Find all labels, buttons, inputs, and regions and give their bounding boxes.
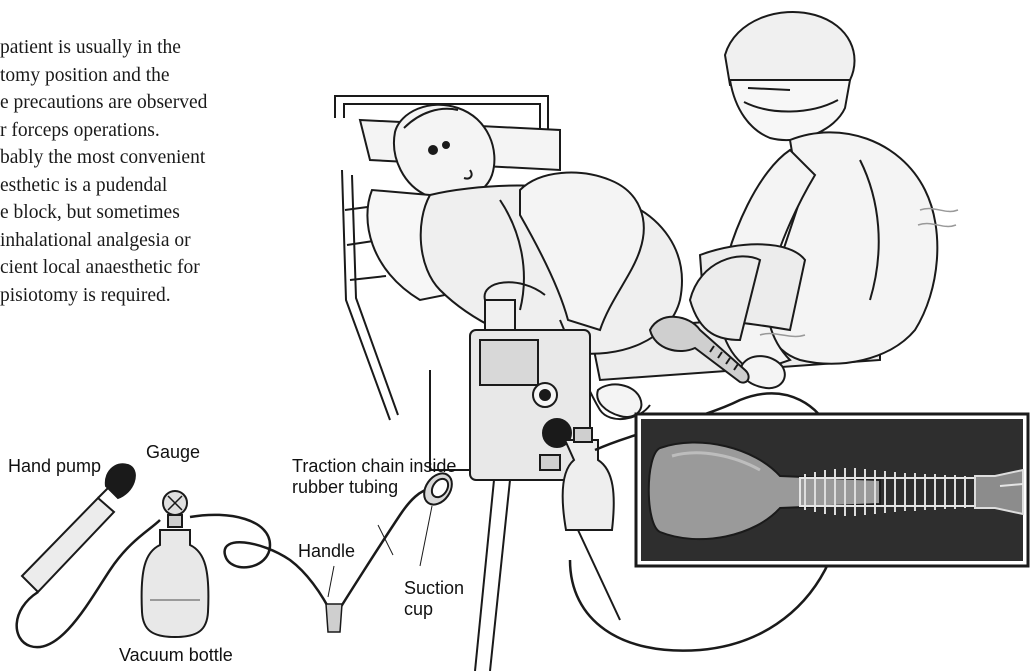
label-vacuum-bottle: Vacuum bottle bbox=[119, 645, 233, 666]
label-hand-pump: Hand pump bbox=[8, 456, 101, 477]
paragraph-line: inhalational analgesia or bbox=[0, 227, 330, 255]
paragraph-line: e block, but sometimes bbox=[0, 199, 330, 227]
label-handle: Handle bbox=[298, 541, 355, 562]
paragraph-line: pisiotomy is required. bbox=[0, 282, 330, 310]
paragraph-line: cient local anaesthetic for bbox=[0, 254, 330, 282]
paragraph-line: e precautions are observed bbox=[0, 89, 330, 117]
paragraph-line: patient is usually in the bbox=[0, 34, 330, 62]
label-suction-cup-line1: Suction bbox=[404, 578, 464, 599]
label-traction-chain: Traction chain inside rubber tubing bbox=[292, 456, 456, 498]
suction-cup-inset bbox=[636, 414, 1028, 566]
paragraph-line: r forceps operations. bbox=[0, 117, 330, 145]
label-traction-chain-line1: Traction chain inside bbox=[292, 456, 456, 477]
label-traction-chain-line2: rubber tubing bbox=[292, 477, 456, 498]
body-paragraph: patient is usually in the tomy position … bbox=[0, 34, 330, 309]
paragraph-line: esthetic is a pudendal bbox=[0, 172, 330, 200]
label-suction-cup: Suction cup bbox=[404, 578, 464, 620]
obstetrician-figure bbox=[690, 12, 937, 388]
label-gauge: Gauge bbox=[146, 442, 200, 463]
handle bbox=[326, 604, 342, 632]
paragraph-line: tomy position and the bbox=[0, 62, 330, 90]
label-suction-cup-line2: cup bbox=[404, 599, 464, 620]
paragraph-line: bably the most convenient bbox=[0, 144, 330, 172]
